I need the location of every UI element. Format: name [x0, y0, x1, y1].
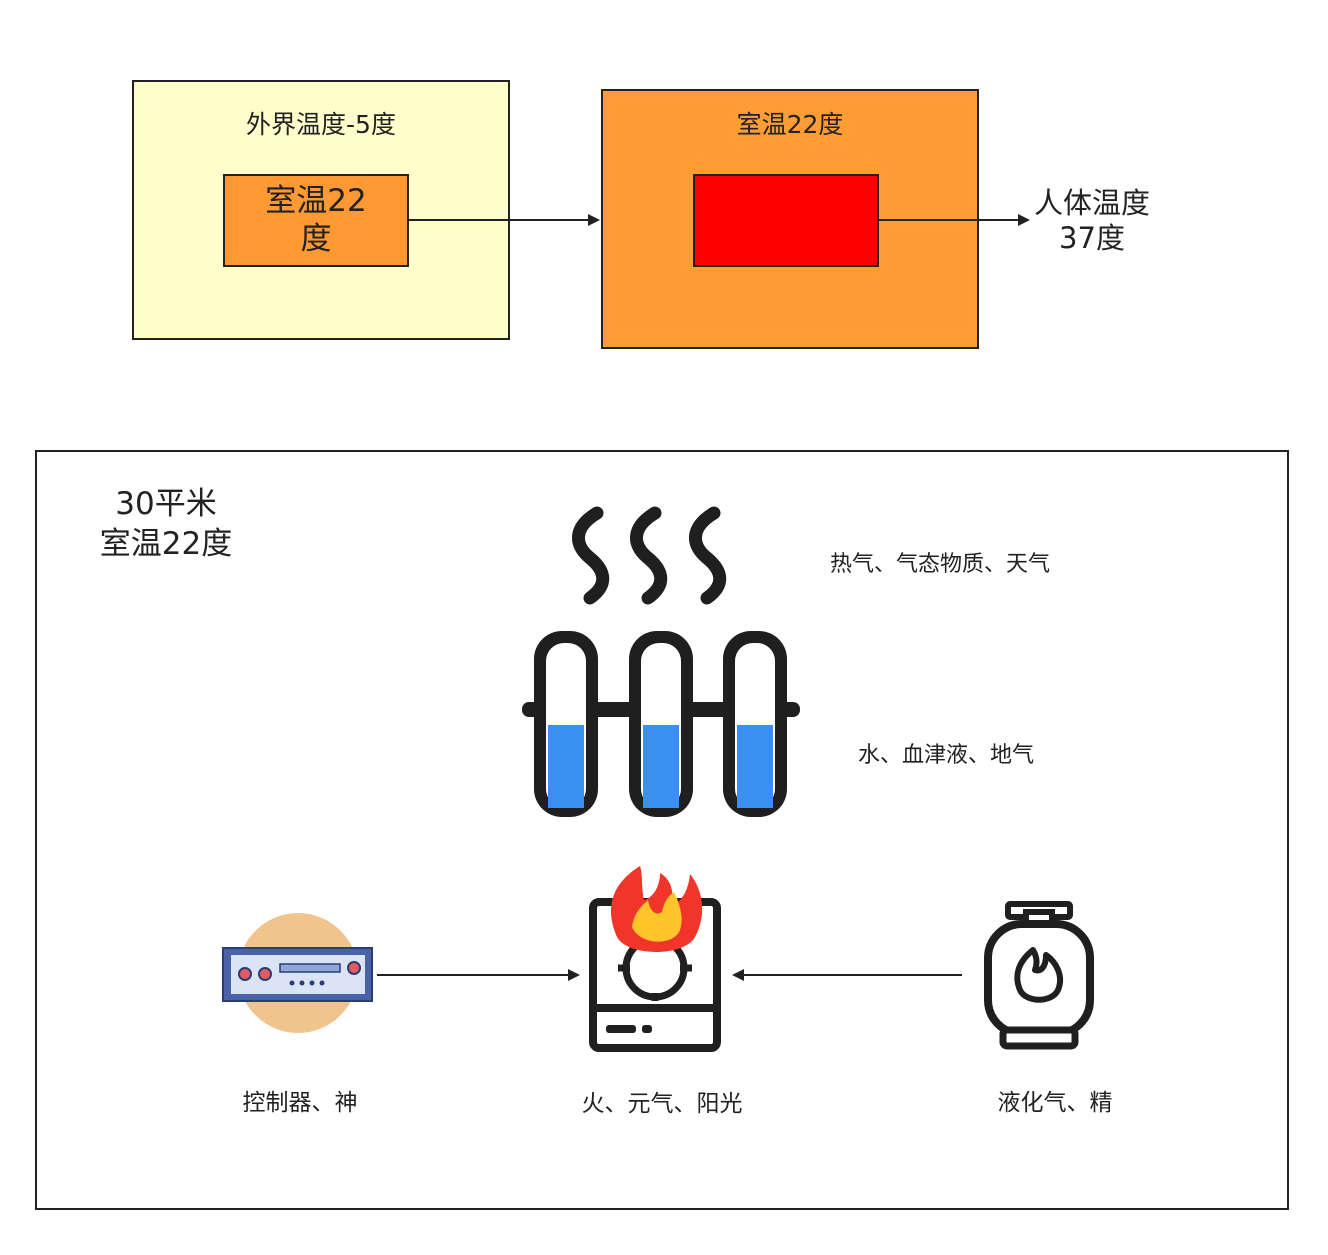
controller-label: 控制器、神: [242, 1090, 358, 1116]
room-box-large-label: 室温22度: [736, 110, 844, 139]
body-temperature-label: 人体温度 37度: [1033, 186, 1150, 255]
steam-label: 热气、气态物质、天气: [830, 552, 1051, 577]
outer-environment-label: 外界温度-5度: [246, 110, 396, 139]
tubes-label: 水、血津液、地气: [858, 743, 1035, 768]
room-frame: [35, 450, 1289, 1210]
room-box-small-label: 室温22 度: [265, 183, 367, 257]
room-box-small: [223, 174, 409, 267]
gas-label: 液化气、精: [997, 1090, 1113, 1116]
room-label: 30平米 室温22度: [99, 486, 233, 562]
stove-label: 火、元气、阳光: [581, 1091, 743, 1117]
body-box: [693, 174, 879, 267]
